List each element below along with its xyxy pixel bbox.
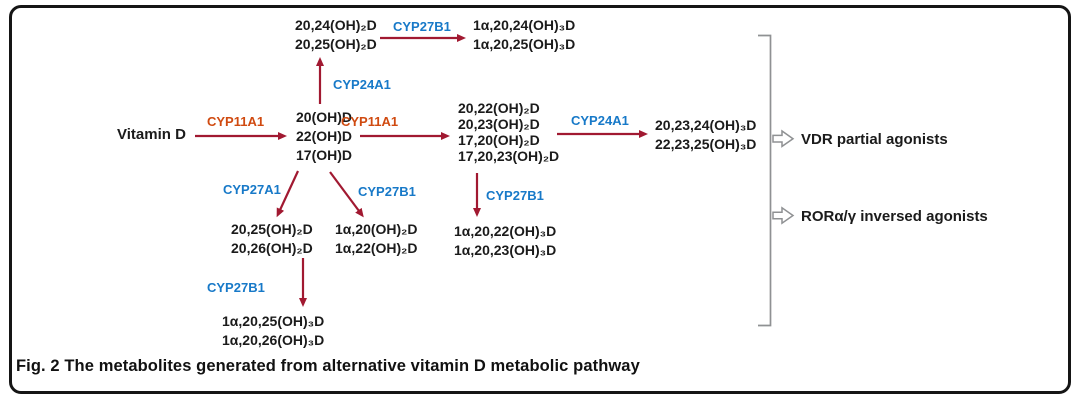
node-hub1: 20(OH)D 22(OH)D 17(OH)D [296,108,352,165]
node-line: 1α,20(OH)₂D [335,221,418,237]
node-line: 20(OH)D [296,109,353,125]
node-oh2-bottom-left: 20,25(OH)₂D 20,26(OH)₂D [231,220,313,258]
node-line: 1α,20,24(OH)₃D [473,17,576,33]
node-line: 17,20,23(OH)₂D [458,148,560,164]
node-line: 20,25(OH)₂D [295,36,377,52]
output-vdr-partial-agonists: VDR partial agonists [801,131,948,148]
node-oh2-bottom-mid: 1α,20(OH)₂D 1α,22(OH)₂D [335,220,418,258]
enzyme-label-cyp27a1-downleft: CYP27A1 [223,182,281,197]
figure-caption: Fig. 2 The metabolites generated from al… [16,357,640,375]
node-line: 1α,20,22(OH)₃D [454,223,557,239]
node-line: 17(OH)D [296,147,353,163]
node-line: 1α,20,25(OH)₃D [222,313,325,329]
node-oh3-top-right: 1α,20,24(OH)₃D 1α,20,25(OH)₃D [473,16,575,54]
enzyme-label-cyp24a1-right: CYP24A1 [571,113,629,128]
node-vitamin-d: Vitamin D [117,126,186,143]
enzyme-label-cyp27b1-downright: CYP27B1 [358,184,416,199]
enzyme-label-cyp11a1-first: CYP11A1 [207,114,265,129]
node-line: 1α,20,25(OH)₃D [473,36,576,52]
node-line: 20,22(OH)₂D [458,100,540,116]
node-line: 1α,22(OH)₂D [335,240,418,256]
node-line: 22,23,25(OH)₃D [655,136,757,152]
output-ror-inversed-agonists: RORα/γ inversed agonists [801,208,988,225]
node-line: 20,23,24(OH)₃D [655,117,757,133]
node-oh3-bottom-left: 1α,20,25(OH)₃D 1α,20,26(OH)₃D [222,312,324,350]
enzyme-label-cyp27b1-bottom-left: CYP27B1 [207,280,265,295]
node-line: 17,20(OH)₂D [458,132,540,148]
node-line: 1α,20,26(OH)₃D [222,332,325,348]
enzyme-label-cyp11a1-second: CYP11A1 [341,114,399,129]
node-oh3-bottom-mid: 1α,20,22(OH)₃D 1α,20,23(OH)₃D [454,222,556,260]
node-line: 20,24(OH)₂D [295,17,377,33]
enzyme-label-cyp27b1-top: CYP27B1 [393,19,451,34]
node-line: 1α,20,23(OH)₃D [454,242,557,258]
enzyme-label-cyp24a1-up: CYP24A1 [333,77,391,92]
figure-border [9,5,1071,394]
node-line: 22(OH)D [296,128,353,144]
node-oh2-top: 20,24(OH)₂D 20,25(OH)₂D [295,16,377,54]
node-hub2: 20,22(OH)₂D 20,23(OH)₂D 17,20(OH)₂D 17,2… [458,100,559,164]
node-oh3-mid-right: 20,23,24(OH)₃D 22,23,25(OH)₃D [655,116,756,154]
node-line: 20,25(OH)₂D [231,221,313,237]
enzyme-label-cyp27b1-center: CYP27B1 [486,188,544,203]
node-line: 20,26(OH)₂D [231,240,313,256]
node-line: 20,23(OH)₂D [458,116,540,132]
